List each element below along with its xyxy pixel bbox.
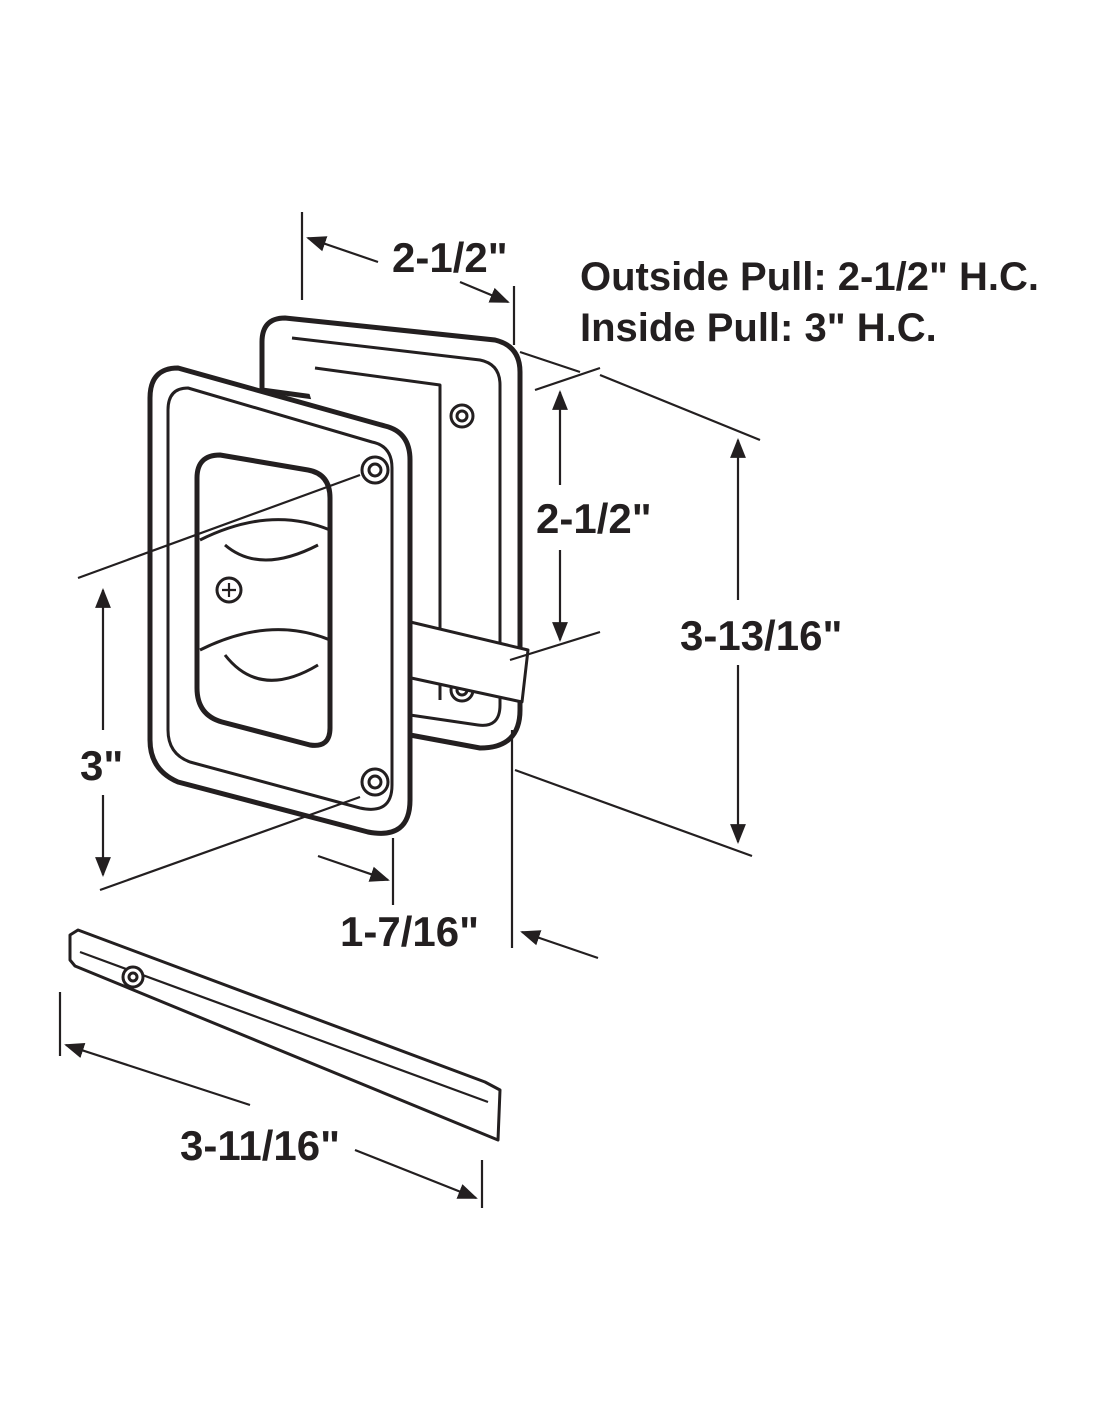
inside-pull-note: Inside Pull: 3" H.C.	[580, 306, 937, 350]
dimension-front-hole-center: 3"	[80, 742, 123, 789]
outside-pull-plate	[147, 365, 413, 836]
outside-pull-note: Outside Pull: 2-1/2" H.C.	[580, 255, 1039, 299]
adjustment-bar	[68, 928, 502, 1142]
dimension-depth: 1-7/16"	[340, 908, 479, 955]
dimension-back-hole-center: 2-1/2"	[536, 495, 652, 542]
dimension-lines	[58, 212, 761, 1208]
dimension-bar-length: 3-11/16"	[180, 1122, 340, 1169]
dimension-overall-height: 3-13/16"	[680, 612, 842, 659]
dimension-top-width: 2-1/2"	[392, 234, 508, 281]
